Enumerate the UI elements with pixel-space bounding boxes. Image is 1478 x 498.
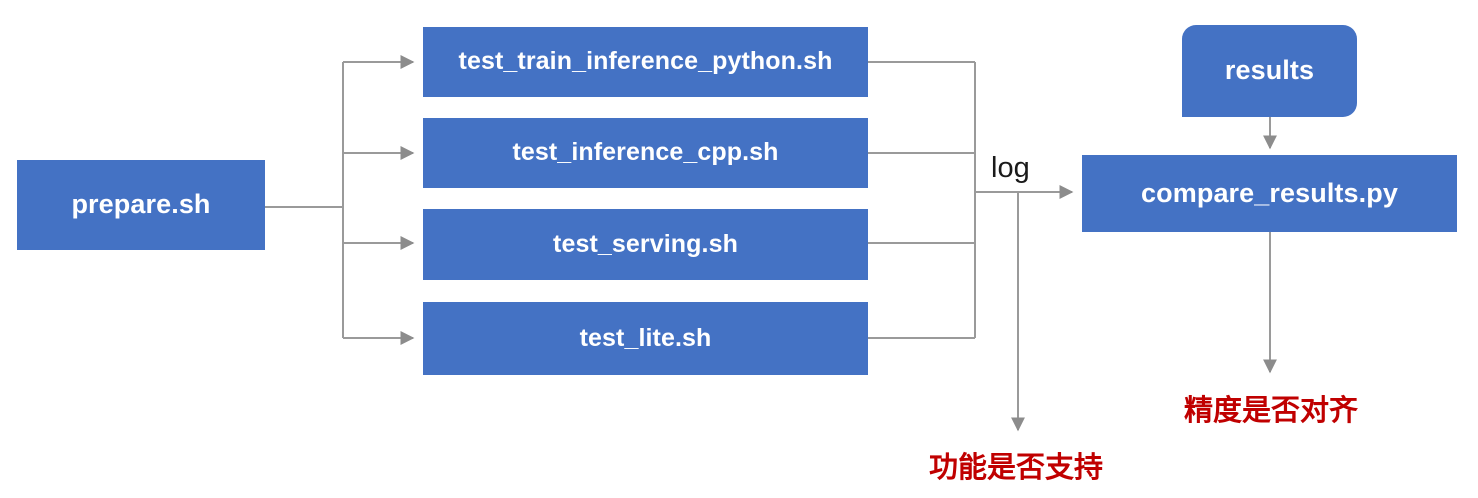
node-test-train-inference-python-sh[interactable]: test_train_inference_python.sh (423, 27, 868, 97)
outcome-precision-aligned: 精度是否对齐 (1183, 395, 1358, 427)
node-prepare-sh[interactable]: prepare.sh (17, 160, 265, 250)
node-results[interactable]: results (1182, 25, 1357, 117)
node-test-lite-sh[interactable]: test_lite.sh (423, 302, 868, 375)
edge-label-log: log (991, 152, 1030, 184)
node-compare-results-py[interactable]: compare_results.py (1082, 155, 1457, 232)
node-test-inference-cpp-sh[interactable]: test_inference_cpp.sh (423, 118, 868, 188)
node-test-serving-sh[interactable]: test_serving.sh (423, 209, 868, 280)
outcome-function-supported: 功能是否支持 (928, 452, 1103, 484)
